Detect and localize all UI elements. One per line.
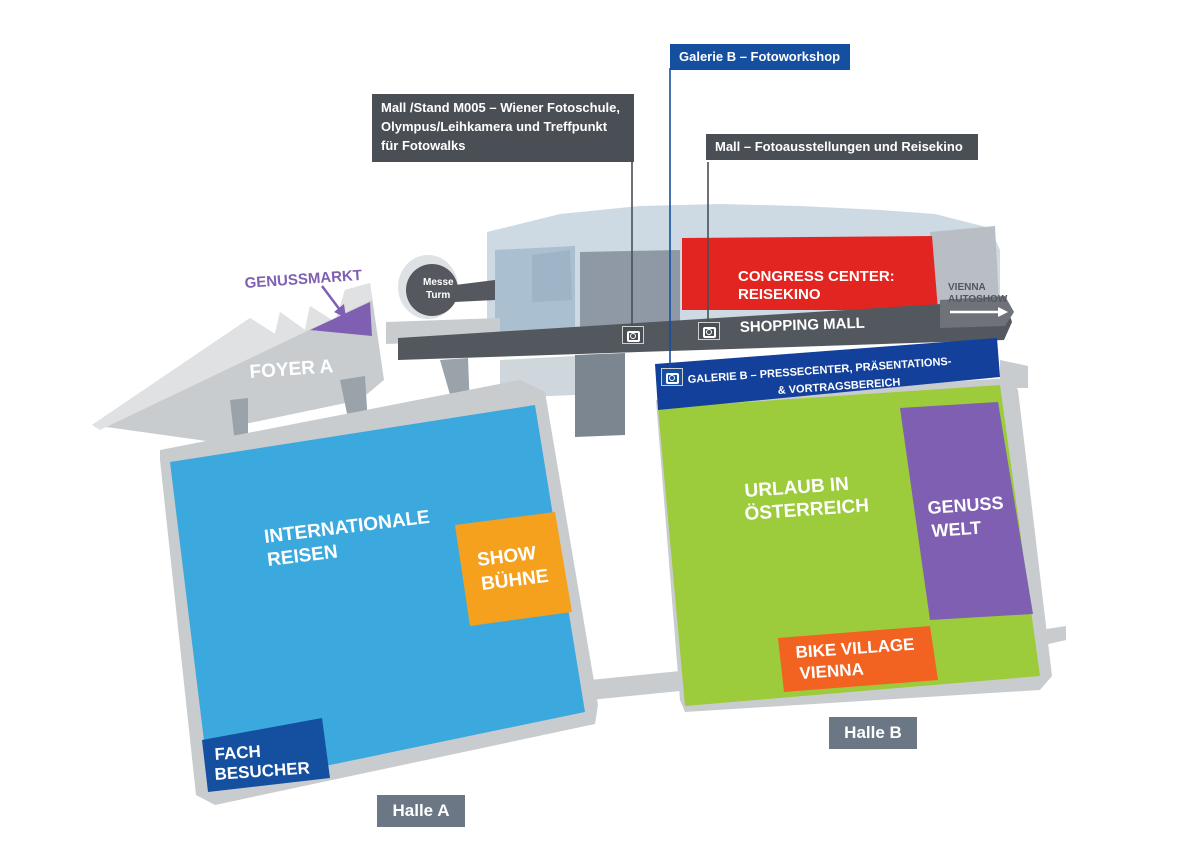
callout-mall-stand-line-1: Mall /Stand M005 – Wiener Fotoschule, [381,100,620,115]
arrow-right-icon [950,307,1008,317]
callout-leader-lines [631,68,709,368]
camera-icon[interactable] [698,322,720,340]
halle-b-building [656,378,1052,712]
halle-b-tag: Halle B [829,717,917,749]
callout-mall-stand-line-3: für Fotowalks [381,138,466,153]
callout-mall-stand: Mall /Stand M005 – Wiener Fotoschule, Ol… [372,94,634,162]
congress-center-label-1: CONGRESS CENTER: [738,268,895,285]
shopping-mall-label: SHOPPING MALL [740,315,866,336]
callout-mall-exhibitions: Mall – Fotoausstellungen und Reisekino [706,134,978,160]
galerie-b-banner [655,338,1000,410]
connector-passages [230,353,1066,700]
bike-village-label-2: VIENNA [799,660,864,683]
genussmarkt-pointer [321,285,346,318]
internationale-reisen-area [170,405,585,790]
show-buehne-area [455,512,572,626]
bike-village-area [778,626,938,692]
vienna-autoshow-label-1: VIENNA [948,282,986,293]
fach-besucher-area [202,718,330,792]
congress-center-area [682,236,938,310]
callout-galerie-b-workshop: Galerie B – Fotoworkshop [670,44,850,70]
callout-mall-stand-line-2: Olympus/Leihkamera und Treffpunkt [381,119,608,134]
vienna-autoshow-label-2: AUTOSHOW [948,294,1008,305]
messe-turm-label-1: Messe [423,277,454,288]
fach-besucher-label-1: FACH [214,742,261,764]
callout-mall-exhibitions-text: Mall – Fotoausstellungen und Reisekino [715,139,963,154]
halle-a-building [160,380,598,805]
foyer-a-area [92,283,384,445]
halle-a-tag: Halle A [377,795,465,827]
camera-icon[interactable] [622,326,644,344]
genuss-welt-label-2: WELT [931,518,982,541]
genuss-welt-area [900,402,1033,620]
callout-galerie-b-workshop-text: Galerie B – Fotoworkshop [679,49,841,64]
genussmarkt-label: GENUSSMARKT [244,267,362,292]
messe-turm-label-2: Turm [426,290,450,301]
congress-center-label-2: REISEKINO [738,286,821,303]
camera-icon[interactable] [661,368,683,386]
genussmarkt-area [310,302,372,336]
